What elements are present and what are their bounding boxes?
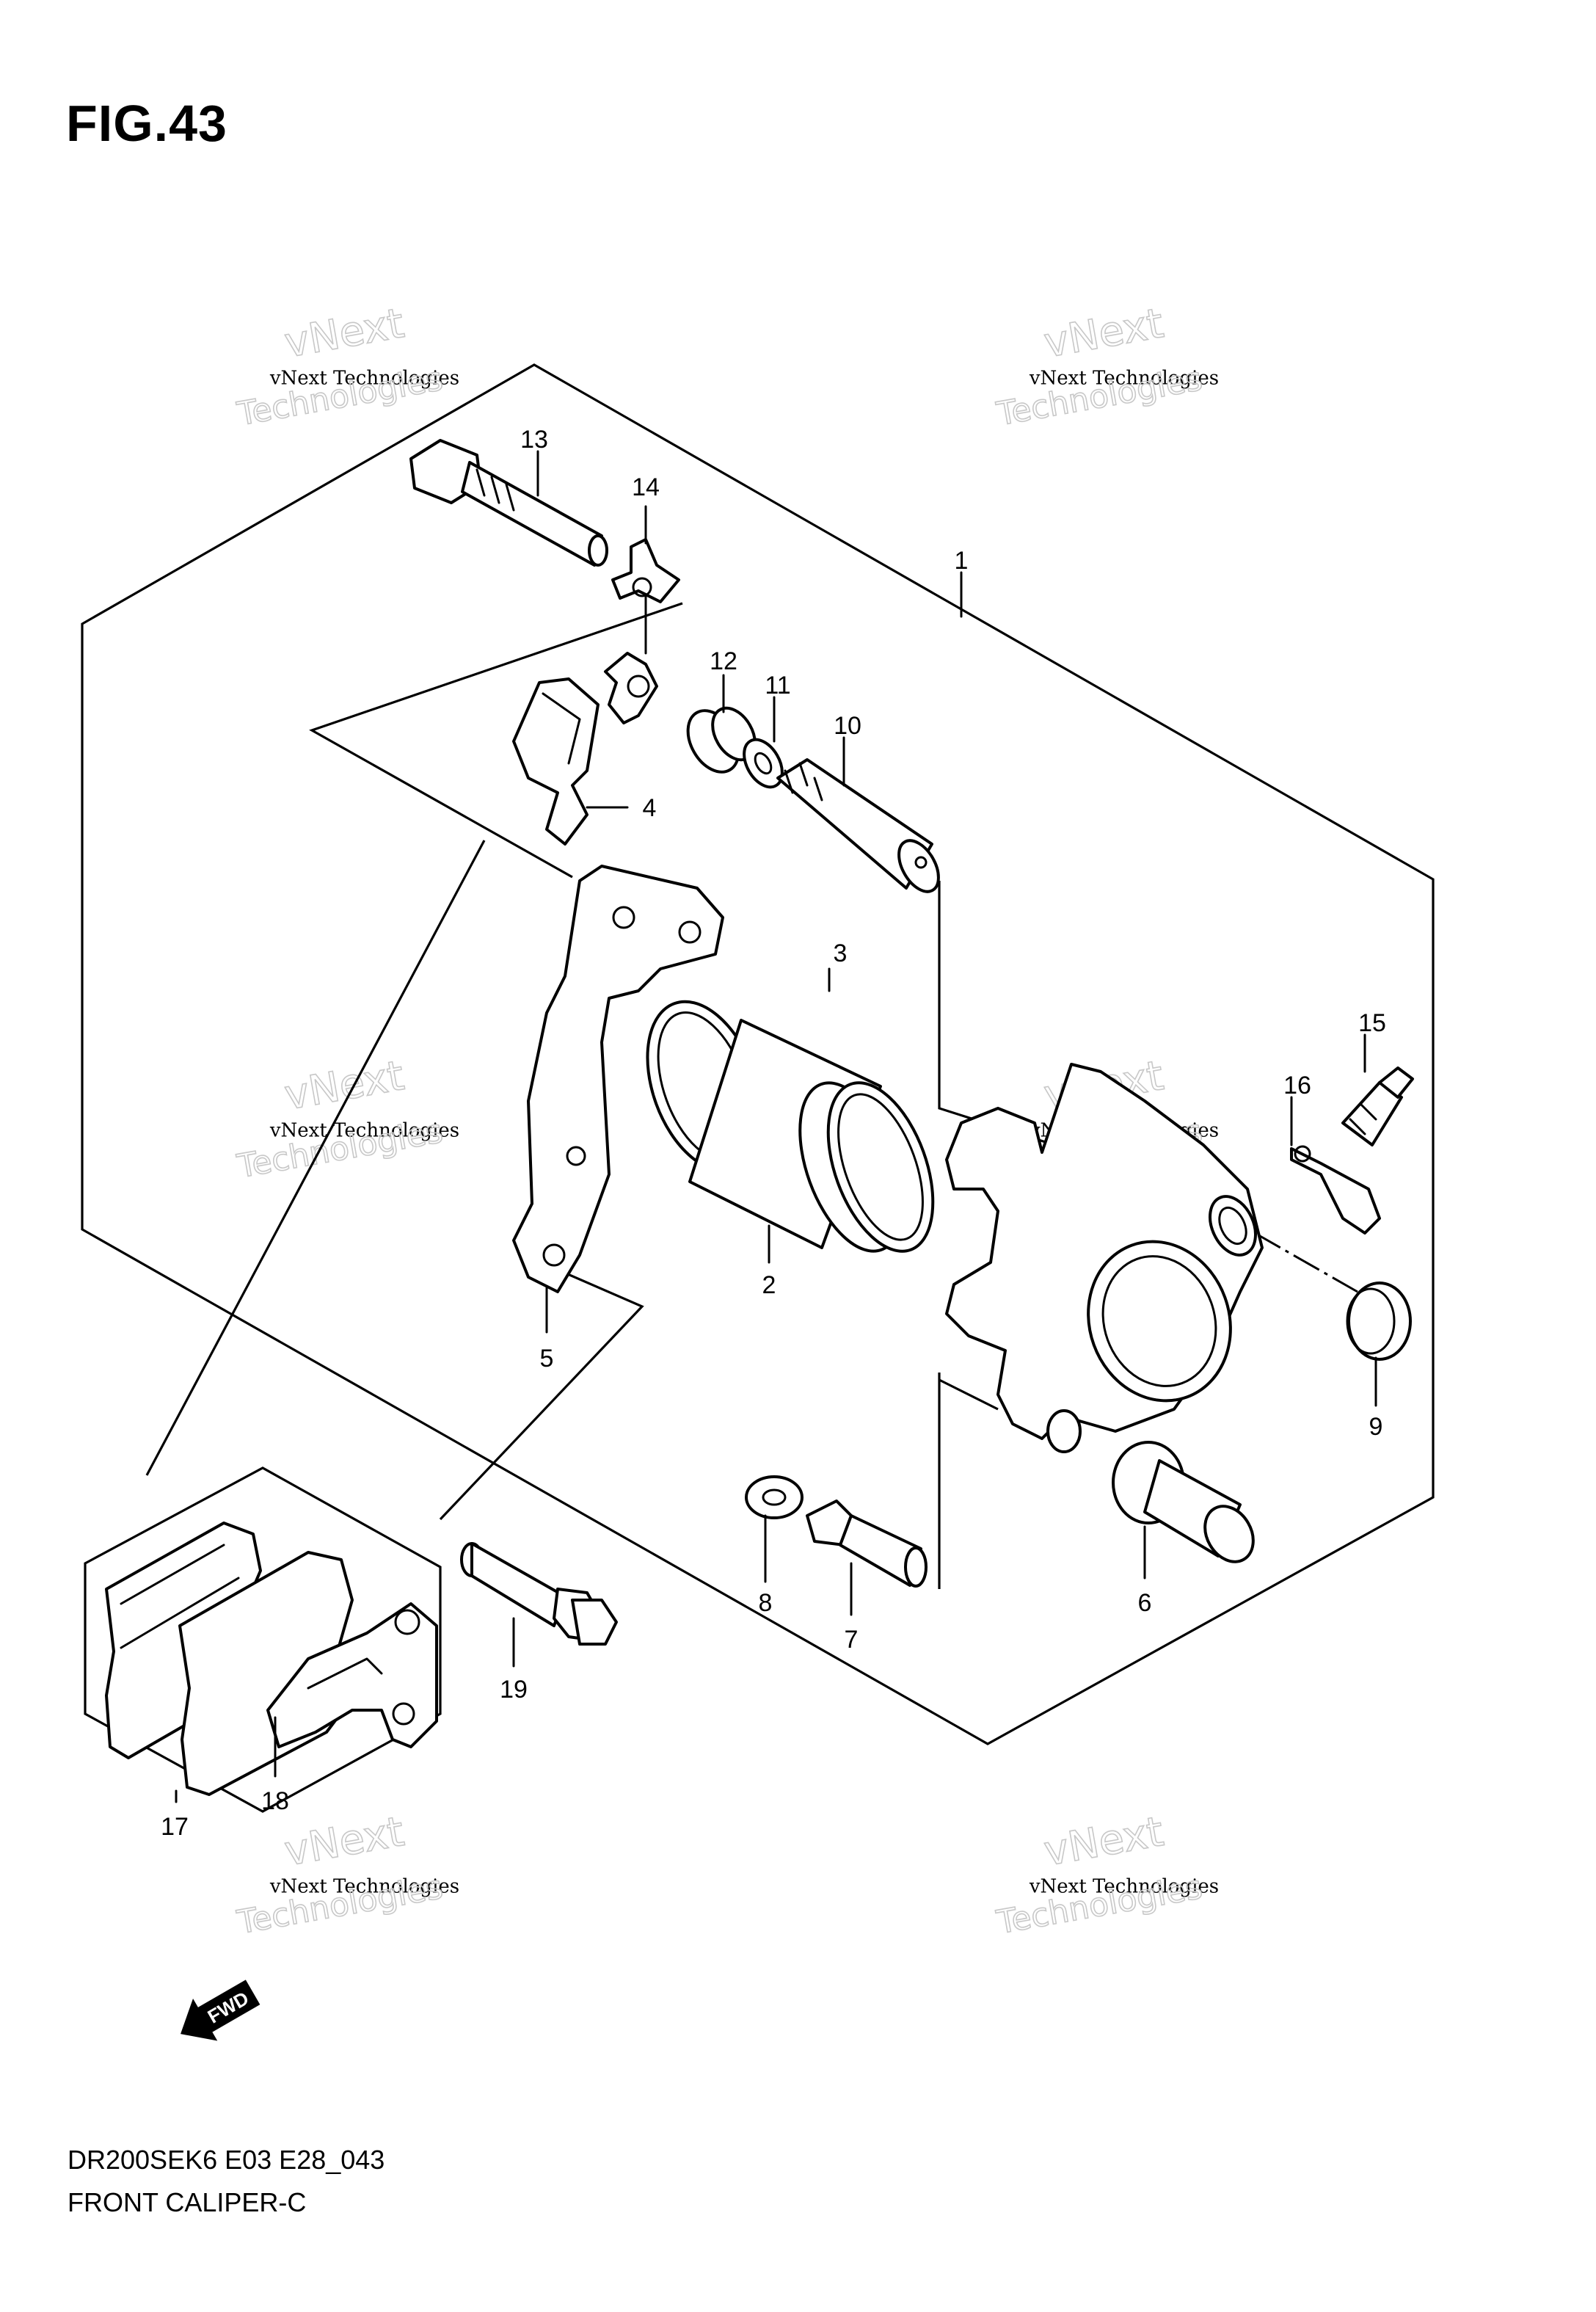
- part-6-bolt: [1112, 1441, 1255, 1563]
- assembly-frame: [81, 363, 1435, 1745]
- part-14-retainer: [604, 538, 680, 724]
- part-16-cap: [1290, 1145, 1381, 1235]
- callout-5: 5: [540, 1345, 554, 1373]
- callout-14: 14: [632, 473, 660, 501]
- part-4-pad-spring: [512, 677, 600, 846]
- callout-3: 3: [834, 939, 848, 967]
- part-7-valve: [806, 1499, 928, 1588]
- part-10-pin: [776, 758, 940, 893]
- svg-text:vNext Technologies: vNext Technologies: [269, 1119, 459, 1141]
- callout-12: 12: [710, 647, 737, 675]
- watermark-bottom-right: vNext vNext Technologies Technologies: [993, 1807, 1219, 1942]
- bracket-frame-bottom: [439, 1268, 644, 1521]
- callout-4: 4: [643, 794, 657, 822]
- watermark-bottom-left: vNext vNext Technologies Technologies: [233, 1807, 459, 1942]
- svg-text:vNext: vNext: [281, 1052, 407, 1119]
- pad-set-frame: [145, 840, 486, 1476]
- svg-text:vNext Technologies: vNext Technologies: [1029, 1875, 1219, 1897]
- callout-11: 11: [765, 672, 790, 699]
- callout-2: 2: [762, 1271, 776, 1299]
- part-19-bolt: [460, 1542, 618, 1646]
- part-15-bleeder: [1341, 1066, 1414, 1146]
- figure-code: DR200SEK6 E03 E28_043: [68, 2145, 385, 2175]
- callout-13: 13: [520, 426, 548, 454]
- callout-8: 8: [759, 1589, 773, 1617]
- part-18-shim: [266, 1602, 438, 1748]
- callout-15: 15: [1358, 1009, 1386, 1037]
- caliper-body: [945, 1063, 1264, 1453]
- part-5-bracket: [512, 865, 724, 1293]
- bleeder-frame: [939, 1378, 999, 1411]
- svg-text:vNext Technologies: vNext Technologies: [269, 1875, 459, 1897]
- part-9-plug: [1346, 1282, 1412, 1361]
- svg-text:vNext Technologies: vNext Technologies: [1029, 367, 1219, 389]
- callout-6: 6: [1138, 1589, 1152, 1617]
- part-13-bolt: [409, 439, 608, 567]
- callout-9: 9: [1369, 1413, 1383, 1441]
- watermark-top-right: vNext vNext Technologies Technologies: [993, 299, 1219, 434]
- svg-text:vNext: vNext: [281, 299, 407, 367]
- callout-16: 16: [1283, 1072, 1311, 1099]
- leader-lines: [175, 450, 1377, 1803]
- callout-1: 1: [955, 547, 969, 575]
- part-11-washer: [743, 738, 784, 789]
- part-8-washer: [745, 1475, 804, 1519]
- watermark-top-left: vNext vNext Technologies Technologies: [233, 299, 459, 434]
- callout-10: 10: [834, 712, 861, 740]
- fwd-arrow-icon: FWD: [181, 1980, 260, 2041]
- callout-17: 17: [161, 1813, 189, 1841]
- svg-text:vNext Technologies: vNext Technologies: [269, 367, 459, 389]
- pad-set-box: [84, 1466, 442, 1813]
- callout-19: 19: [500, 1676, 528, 1704]
- watermark-mid-left: vNext vNext Technologies Technologies: [233, 1051, 459, 1186]
- svg-text:vNext: vNext: [1041, 299, 1167, 367]
- figure-title: FIG.43: [66, 95, 227, 152]
- pad-holder-frame: [309, 602, 683, 879]
- svg-text:vNext: vNext: [1041, 1808, 1167, 1875]
- callout-7: 7: [845, 1626, 859, 1654]
- centerline-bleed: [1254, 1232, 1358, 1293]
- part-2-piston: [688, 1019, 935, 1253]
- svg-text:vNext: vNext: [281, 1808, 407, 1875]
- figure-name: FRONT CALIPER-C: [68, 2187, 307, 2217]
- callout-18: 18: [261, 1787, 289, 1815]
